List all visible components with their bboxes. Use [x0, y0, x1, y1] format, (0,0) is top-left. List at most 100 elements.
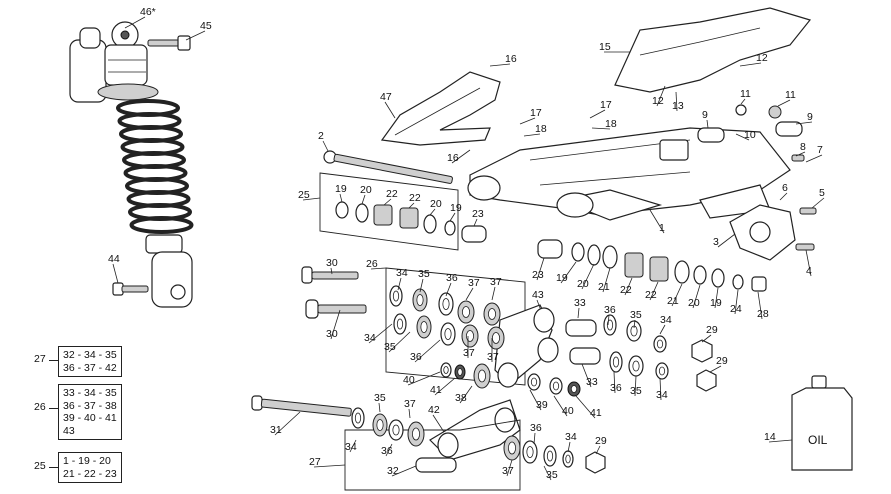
leader-line: [624, 277, 633, 296]
part-callout-l18b: 18: [605, 118, 617, 130]
part-callout-l17a: 17: [530, 107, 542, 119]
leader-line: [607, 314, 610, 326]
part-callout-l2: 2: [318, 130, 324, 142]
part-callout-t19a: 19: [335, 183, 347, 195]
part-callout-l43: 43: [532, 289, 544, 301]
kit-25-line-2: 21 - 22 - 23: [63, 467, 117, 480]
part-callout-l3: 3: [713, 236, 719, 248]
part-callout-l30b: 30: [326, 328, 338, 340]
kit-26-line-4: 43: [63, 424, 75, 437]
leader-line: [322, 140, 329, 152]
leader-line: [391, 465, 417, 477]
leader-line: [656, 85, 666, 107]
chain-guide-47: [380, 71, 501, 146]
leader-line: [717, 233, 736, 248]
kit-26-line-1: 33 - 34 - 35: [63, 387, 117, 399]
washer-hole: [491, 332, 500, 344]
part-callout-l41b: 41: [590, 407, 602, 419]
part-callout-t24: 24: [730, 303, 742, 315]
nuts-29: [585, 339, 717, 474]
part-callout-l32: 32: [387, 465, 399, 477]
leader-line: [408, 408, 411, 419]
spacer-33b: [569, 347, 601, 365]
leader-line: [388, 331, 411, 353]
leader-line: [339, 193, 343, 203]
leader-line: [506, 459, 513, 477]
leader-line: [567, 441, 571, 453]
leader-line: [491, 286, 496, 301]
leader-line: [434, 377, 456, 396]
leader-line: [577, 307, 580, 319]
washer-hole: [565, 454, 571, 464]
part-callout-l29a: 29: [706, 324, 718, 336]
part-callout-l17b: 17: [600, 99, 612, 111]
part-callout-l34c: 34: [660, 314, 672, 326]
kit-26-label: 26: [34, 401, 46, 413]
part-callout-l9b: 9: [807, 111, 813, 123]
bolt-45: [147, 35, 191, 51]
part-callout-l36e: 36: [381, 445, 393, 457]
leader-line: [805, 154, 823, 163]
washer-hole: [546, 450, 554, 462]
leader-line: [349, 439, 357, 453]
oil-bottle-14: [791, 375, 853, 471]
bolts-30: [301, 266, 367, 319]
part-callout-l35d: 35: [630, 385, 642, 397]
part-callout-l10: 10: [744, 129, 756, 141]
leader-line: [529, 389, 542, 411]
leader-line: [740, 98, 746, 105]
part-callout-l6: 6: [782, 182, 788, 194]
washer-hole: [396, 318, 404, 330]
kit-25-frame: [319, 172, 459, 251]
kit-25-line-1: 1 - 19 - 20: [63, 455, 111, 467]
washer-hole: [392, 424, 400, 436]
kit-25-tick: [49, 467, 59, 468]
part-callout-t21b: 21: [667, 295, 679, 307]
leader-line: [489, 63, 511, 67]
kit-26-box: 33 - 34 - 35 36 - 37 - 38 39 - 40 - 41 4…: [58, 384, 122, 440]
washer-hole: [354, 412, 362, 424]
part-callout-t20c: 20: [577, 278, 589, 290]
part-callout-l14: 14: [764, 431, 776, 443]
part-callout-l7: 7: [817, 144, 823, 156]
washer-hole: [376, 419, 384, 431]
leader-line: [602, 267, 611, 293]
spring-coil: [129, 216, 194, 234]
part-callout-t28: 28: [757, 308, 769, 320]
part-callout-l36d: 36: [610, 382, 622, 394]
bearings-upper-row: [335, 201, 487, 243]
kit-26-frame: [385, 267, 526, 386]
part-callout-l36b: 36: [410, 351, 422, 363]
leader-line: [407, 371, 441, 386]
leader-line: [473, 218, 478, 227]
part-callout-l44: 44: [108, 253, 120, 265]
leader-line: [805, 249, 812, 277]
part-callout-t19b: 19: [450, 202, 462, 214]
leader-line: [451, 149, 471, 164]
leader-line: [185, 30, 206, 41]
leader-line: [313, 464, 346, 468]
leader-line: [649, 209, 665, 234]
part-callout-l40a: 40: [403, 374, 415, 386]
part-callout-l25: 25: [298, 189, 310, 201]
washer-hole: [658, 366, 666, 376]
washer-hole: [632, 360, 640, 372]
part-callout-l11b: 11: [785, 89, 796, 101]
bolt-4: [795, 243, 815, 251]
leader-line: [633, 319, 636, 329]
part-callout-l35b: 35: [384, 341, 396, 353]
part-callout-l45: 45: [200, 20, 212, 32]
part-callout-l18a: 18: [535, 123, 547, 135]
leader-line: [523, 133, 541, 137]
part-callout-l40b: 40: [562, 405, 574, 417]
part-callout-l41a: 41: [430, 384, 442, 396]
part-callout-l9a: 9: [702, 109, 708, 121]
kit-27-line-2: 36 - 37 - 42: [63, 361, 117, 374]
leader-line: [671, 283, 683, 307]
spacer-33a: [565, 319, 597, 337]
washer-hole: [461, 306, 470, 318]
leader-line: [465, 287, 474, 301]
part-callout-t23a: 23: [472, 208, 484, 220]
washer-hole: [465, 330, 474, 342]
leader-line: [384, 101, 396, 119]
